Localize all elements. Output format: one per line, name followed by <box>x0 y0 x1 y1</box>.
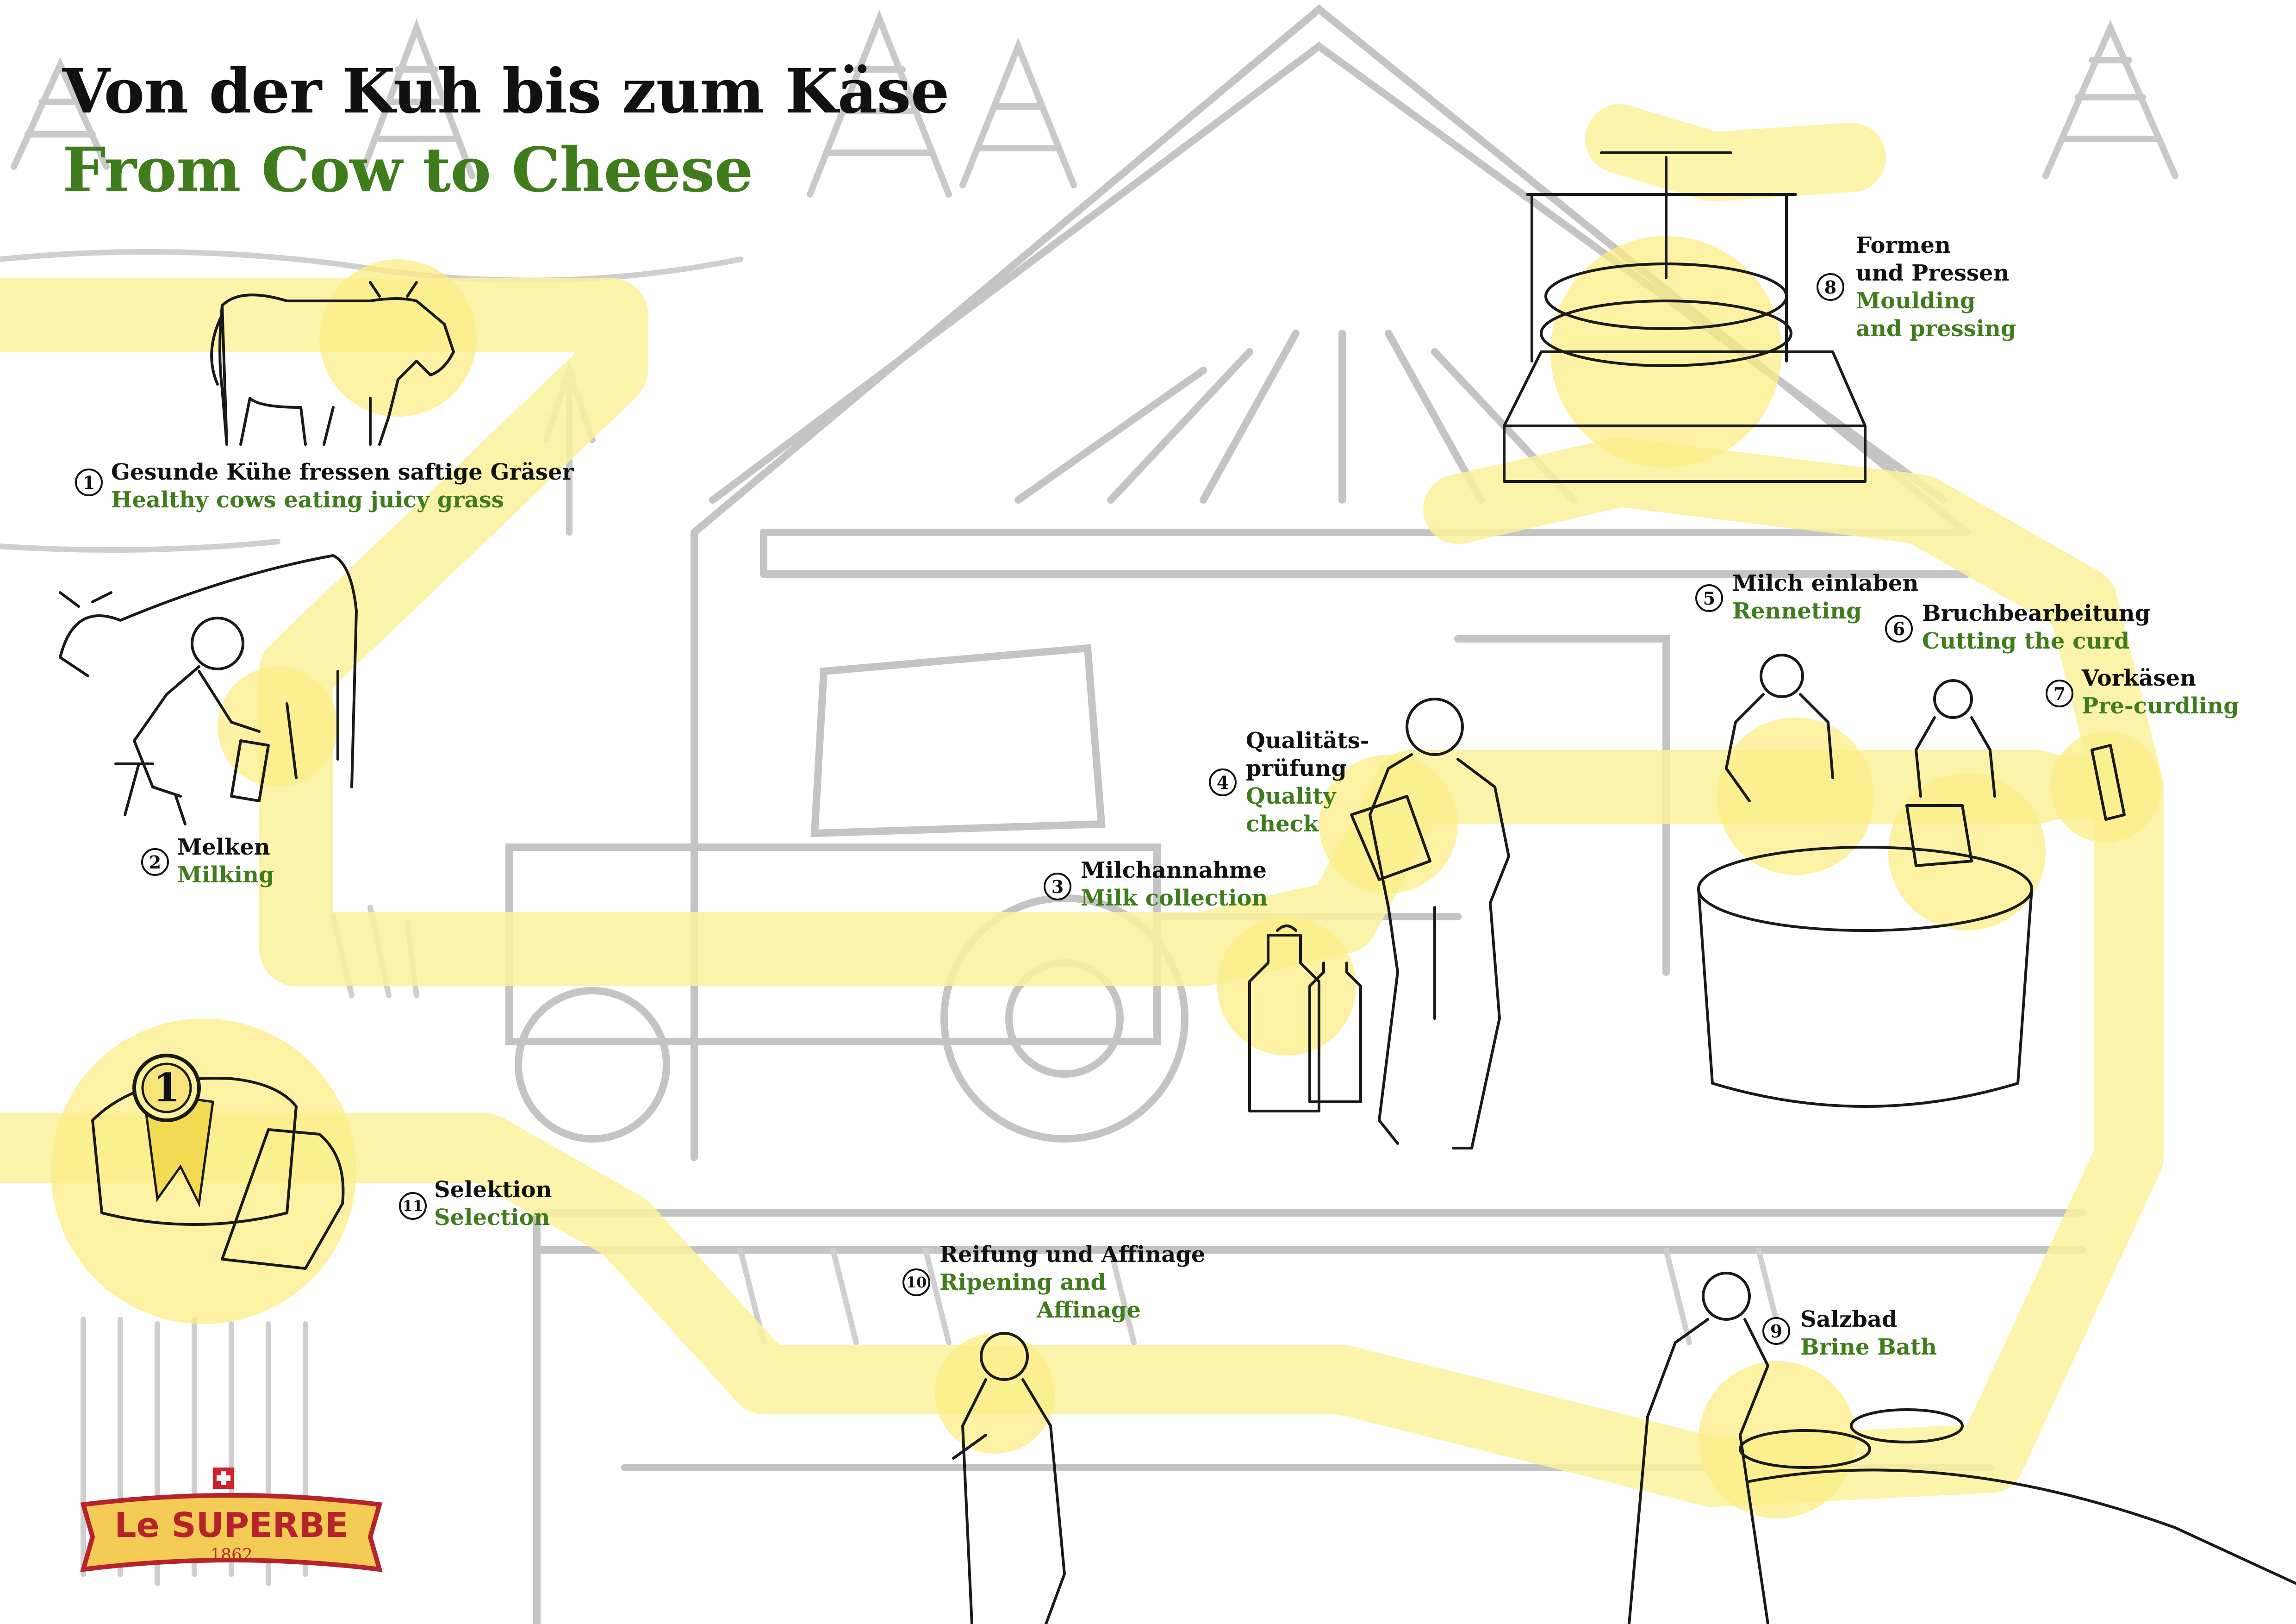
step-label-6-de: Bruchbearbeitung <box>1922 600 2151 626</box>
step-number-1: 1 <box>75 468 103 496</box>
logo-year-text: 1862 <box>210 1546 253 1565</box>
step-number-5: 5 <box>1695 584 1723 612</box>
medal-number: 1 <box>153 1065 180 1111</box>
milk-cans-drawing <box>1248 924 1362 1112</box>
cheese-vat-drawing <box>1697 654 2126 1108</box>
step-label-7-de: Vorkäsen <box>2082 665 2196 691</box>
step-label-4-de-1: Qualitäts- <box>1246 728 1369 754</box>
step-label-11-en: Selection <box>434 1205 550 1230</box>
step-label-8-en-2: and pressing <box>1856 316 2016 342</box>
logo-brand-text: Le SUPERBE <box>114 1505 348 1545</box>
step-label-2-de: Melken <box>177 834 270 860</box>
step-label-6: Bruchbearbeitung Cutting the curd <box>1922 600 2150 655</box>
step-label-2-en: Milking <box>177 862 274 888</box>
step-label-1: Gesunde Kühe fressen saftige Gräser Heal… <box>111 458 574 514</box>
step-label-3-en: Milk collection <box>1081 885 1268 911</box>
step-label-7: Vorkäsen Pre-curdling <box>2082 664 2239 720</box>
step-label-4: Qualitäts- prüfung Quality check <box>1246 727 1369 838</box>
step-label-9-de: Salzbad <box>1800 1306 1898 1332</box>
step-label-5-de: Milch einlaben <box>1732 570 1919 596</box>
brine-bath-drawing <box>1628 1272 2296 1624</box>
step-number-8: 8 <box>1817 273 1844 301</box>
step-label-7-en: Pre-curdling <box>2082 693 2239 719</box>
highlight-spots <box>51 236 2161 1518</box>
step-number-11: 11 <box>399 1192 427 1220</box>
page-title-german: Von der Kuh bis zum Käse <box>62 56 950 127</box>
step-label-4-en-2: check <box>1246 811 1319 837</box>
medal-icon <box>132 1054 214 1208</box>
step-number-9: 9 <box>1762 1317 1790 1345</box>
inspector-drawing <box>1350 698 1510 1149</box>
step-label-10-en-2: Affinage <box>1037 1297 1141 1323</box>
cow-grazing-drawing <box>210 281 455 446</box>
step-label-8-de-1: Formen <box>1856 232 1951 258</box>
brand-logo: Le SUPERBE 1862 <box>79 1468 384 1593</box>
step-label-8: Formen und Pressen Moulding and pressing <box>1856 231 2016 343</box>
step-label-10: Reifung und Affinage Ripening and Affina… <box>940 1241 1205 1324</box>
step-label-5: Milch einlaben Renneting <box>1732 569 1918 625</box>
step-label-1-de: Gesunde Kühe fressen saftige Gräser <box>111 459 574 485</box>
affineur-drawing <box>952 1332 1066 1624</box>
step-label-3: Milchannahme Milk collection <box>1081 856 1268 912</box>
step-label-5-en: Renneting <box>1732 598 1862 624</box>
step-label-6-en: Cutting the curd <box>1922 628 2130 654</box>
step-label-9-en: Brine Bath <box>1800 1334 1937 1360</box>
step-number-4: 4 <box>1209 768 1237 796</box>
step-label-8-en-1: Moulding <box>1856 288 1976 314</box>
step-label-4-de-2: prüfung <box>1246 756 1347 781</box>
logo-banner-shape <box>80 1468 383 1572</box>
step-label-11-de: Selektion <box>434 1177 552 1203</box>
step-label-10-de: Reifung und Affinage <box>940 1242 1206 1268</box>
step-number-6: 6 <box>1885 615 1913 643</box>
tractor-sketch <box>505 635 1670 1143</box>
step-number-3: 3 <box>1044 873 1071 900</box>
milking-drawing <box>59 554 358 825</box>
step-number-2: 2 <box>141 848 169 876</box>
step-label-10-en-1: Ripening and <box>940 1269 1107 1295</box>
step-label-3-de: Milchannahme <box>1081 857 1267 883</box>
cheese-press-drawing <box>1503 151 1867 483</box>
step-label-2: Melken Milking <box>177 833 274 889</box>
step-number-7: 7 <box>2046 680 2073 707</box>
step-label-1-en: Healthy cows eating juicy grass <box>111 487 504 513</box>
step-label-9: Salzbad Brine Bath <box>1800 1305 1937 1361</box>
page-title-english: From Cow to Cheese <box>62 134 753 206</box>
step-label-8-de-2: und Pressen <box>1856 260 2010 286</box>
step-number-10: 10 <box>902 1268 930 1296</box>
step-label-4-en-1: Quality <box>1246 783 1336 809</box>
step-label-11: Selektion Selection <box>434 1176 552 1231</box>
